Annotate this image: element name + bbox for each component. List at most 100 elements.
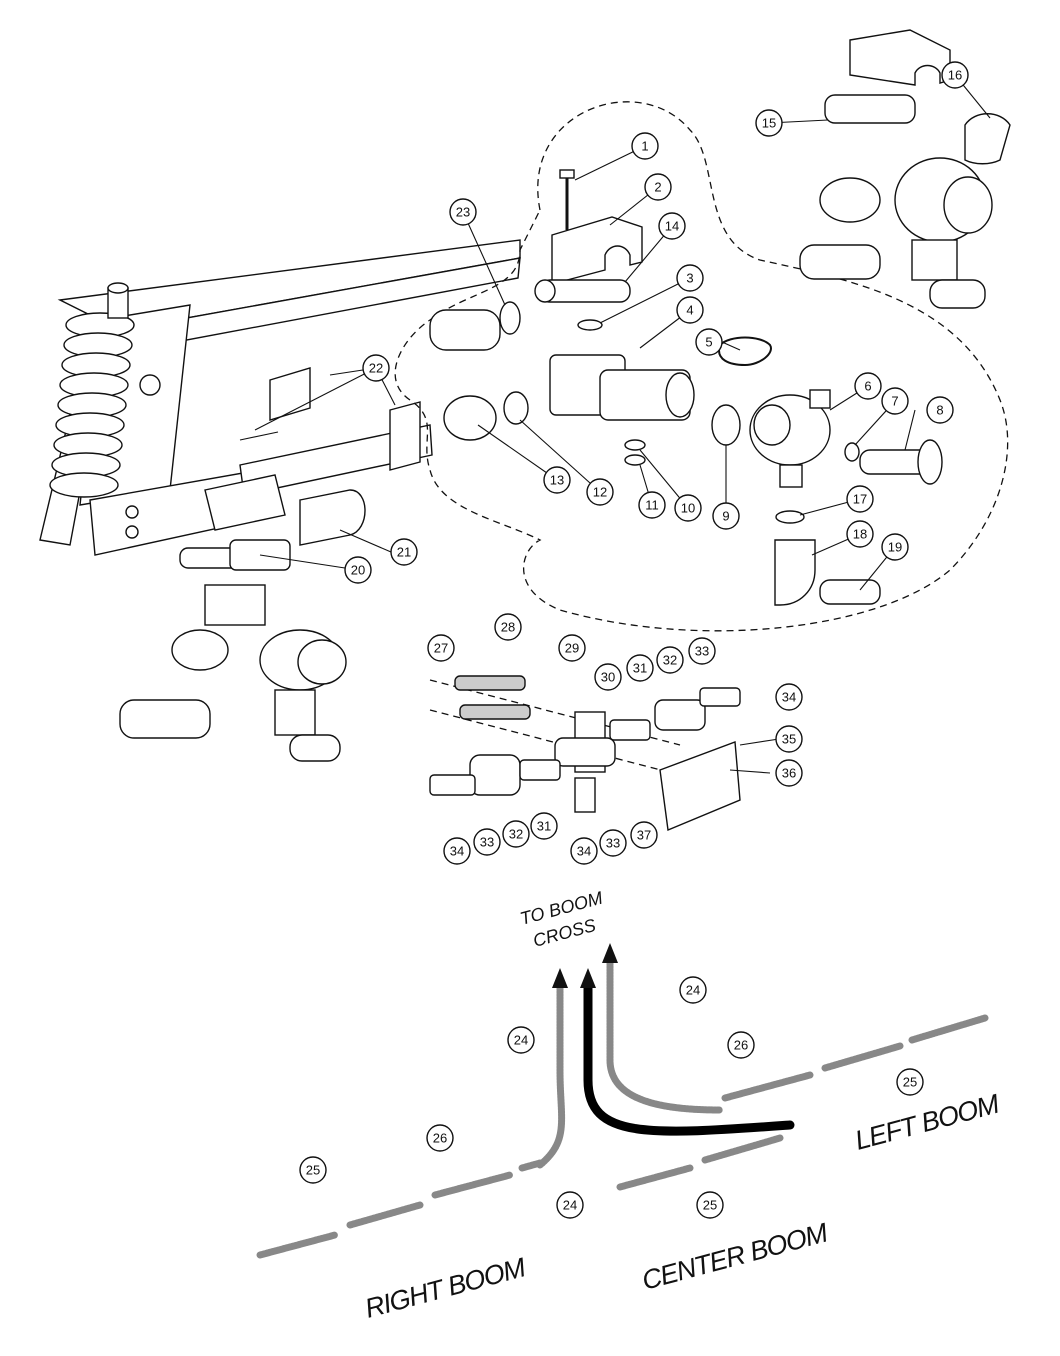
callout-29-text: 29: [565, 641, 579, 656]
callout-6-text: 6: [864, 379, 871, 394]
callout-3-text: 3: [686, 271, 693, 286]
callout-23: 23: [449, 198, 477, 226]
callout-31-a-text: 31: [633, 661, 647, 676]
callout-12: 12: [586, 478, 614, 506]
callout-10-text: 10: [681, 501, 695, 516]
assembled-view-top-right: [799, 29, 1011, 309]
callout-25-b: 25: [696, 1191, 724, 1219]
callout-33-c-text: 33: [606, 836, 620, 851]
callout-25-a-text: 25: [306, 1163, 320, 1178]
callout-10: 10: [674, 494, 702, 522]
callout-25-c: 25: [896, 1068, 924, 1096]
callout-3: 3: [676, 264, 704, 292]
callout-11-text: 11: [645, 498, 659, 513]
boom-pipe: [204, 367, 433, 546]
callout-26-b: 26: [727, 1031, 755, 1059]
callout-22: 22: [362, 354, 390, 382]
callout-17-text: 17: [853, 492, 867, 507]
callout-1-text: 1: [641, 139, 648, 154]
callout-9-text: 9: [722, 509, 729, 524]
boom-hoses: [256, 956, 989, 1259]
flow-arrows: [552, 943, 618, 988]
callout-17: 17: [846, 485, 874, 513]
callout-31-a: 31: [626, 654, 654, 682]
valve-manifold: [429, 675, 741, 831]
right-boom-label: RIGHT BOOM: [362, 1252, 530, 1324]
callout-9: 9: [712, 502, 740, 530]
callout-5-text: 5: [705, 335, 712, 350]
callout-22-text: 22: [369, 361, 383, 376]
callout-28-text: 28: [501, 620, 515, 635]
callout-35: 35: [775, 725, 803, 753]
callout-25-b-text: 25: [703, 1198, 717, 1213]
callout-2-text: 2: [654, 180, 661, 195]
callout-19: 19: [881, 533, 909, 561]
callout-23-text: 23: [456, 205, 470, 220]
callout-30: 30: [594, 663, 622, 691]
callout-15: 15: [755, 109, 783, 137]
callout-4: 4: [676, 296, 704, 324]
callout-16: 16: [941, 61, 969, 89]
callout-34-c: 34: [570, 837, 598, 865]
callout-29: 29: [558, 634, 586, 662]
callout-20-text: 20: [351, 563, 365, 578]
callout-24-c: 24: [556, 1191, 584, 1219]
callout-27: 27: [427, 634, 455, 662]
callout-31-b: 31: [530, 812, 558, 840]
callout-11: 11: [638, 491, 666, 519]
callout-30-text: 30: [601, 670, 615, 685]
callout-34-a: 34: [775, 683, 803, 711]
leader-lines: [254, 74, 991, 774]
callout-12-text: 12: [593, 485, 607, 500]
callout-21-text: 21: [397, 545, 411, 560]
exploded-parts: [429, 169, 943, 606]
center-boom-label: CENTER BOOM: [639, 1217, 832, 1296]
callout-34-b-text: 34: [450, 844, 464, 859]
callout-37: 37: [630, 821, 658, 849]
left-boom-label: LEFT BOOM: [852, 1088, 1003, 1155]
callout-24-a-text: 24: [686, 983, 700, 998]
callout-19-text: 19: [888, 540, 902, 555]
callout-35-text: 35: [782, 732, 796, 747]
callout-33-b: 33: [473, 828, 501, 856]
callout-15-text: 15: [762, 116, 776, 131]
callout-34-c-text: 34: [577, 844, 591, 859]
callout-32-b: 32: [502, 820, 530, 848]
callout-24-b-text: 24: [514, 1033, 528, 1048]
callout-8: 8: [926, 396, 954, 424]
callout-4-text: 4: [686, 303, 693, 318]
callout-2: 2: [644, 173, 672, 201]
callout-36: 36: [775, 759, 803, 787]
callout-31-b-text: 31: [537, 819, 551, 834]
callout-16-text: 16: [948, 68, 962, 83]
callout-25-c-text: 25: [903, 1075, 917, 1090]
callout-26-a: 26: [426, 1124, 454, 1152]
callout-25-a: 25: [299, 1156, 327, 1184]
callout-37-text: 37: [637, 828, 651, 843]
callout-34-a-text: 34: [782, 690, 796, 705]
callout-26-b-text: 26: [734, 1038, 748, 1053]
callout-8-text: 8: [936, 403, 943, 418]
callout-18: 18: [846, 520, 874, 548]
callout-1: 1: [631, 132, 659, 160]
callout-18-text: 18: [853, 527, 867, 542]
callout-33-a-text: 33: [695, 644, 709, 659]
callout-14: 14: [658, 212, 686, 240]
callout-13: 13: [543, 466, 571, 494]
callout-7-text: 7: [891, 394, 898, 409]
callout-33-a: 33: [688, 637, 716, 665]
callout-28: 28: [494, 613, 522, 641]
callout-5: 5: [695, 328, 723, 356]
callout-34-b: 34: [443, 837, 471, 865]
callout-21: 21: [390, 538, 418, 566]
nozzle-body-lower-left: [119, 539, 347, 762]
callout-32-a: 32: [656, 646, 684, 674]
callout-24-a: 24: [679, 976, 707, 1004]
callout-13-text: 13: [550, 473, 564, 488]
callout-33-c: 33: [599, 829, 627, 857]
callout-33-b-text: 33: [480, 835, 494, 850]
callout-24-c-text: 24: [563, 1198, 577, 1213]
callout-32-a-text: 32: [663, 653, 677, 668]
callout-7: 7: [881, 387, 909, 415]
